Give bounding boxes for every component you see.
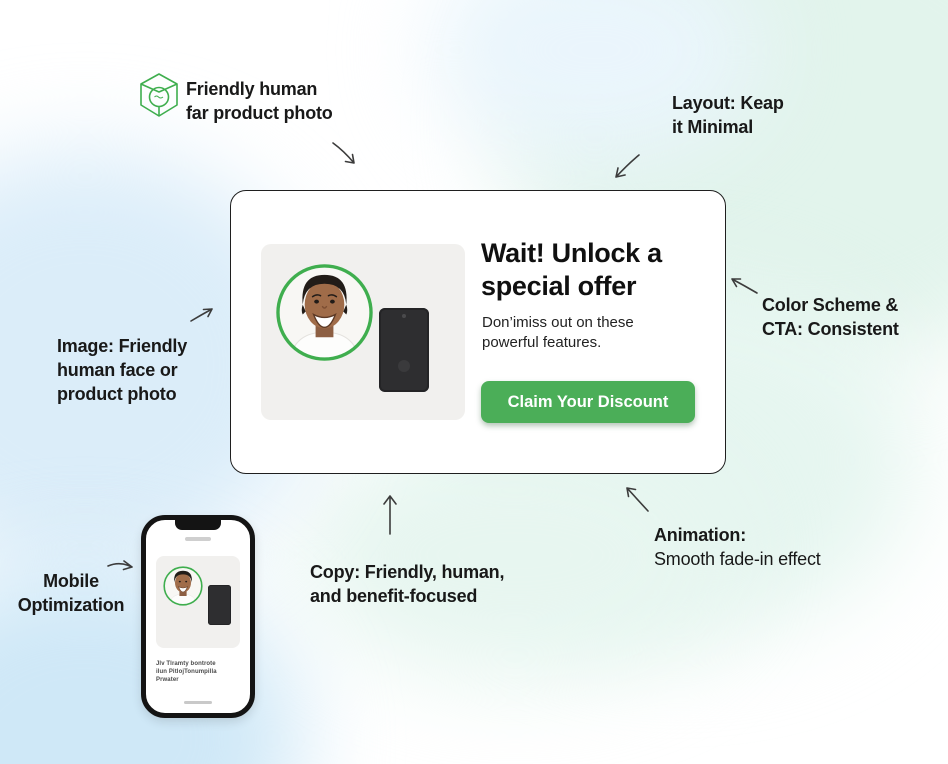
- phone-notch: [175, 519, 221, 530]
- callout-copy-line2: and benefit-focused: [310, 585, 478, 606]
- modal-title-line2: special offer: [481, 271, 637, 301]
- callout-animation-desc: Smooth fade-in effect: [654, 548, 821, 569]
- callout-copy: Copy: Friendly, human, and benefit-focus…: [310, 561, 504, 609]
- phone-fingerprint-circle: [398, 360, 410, 372]
- callout-image-line1: Image: Friendly: [57, 336, 188, 356]
- callout-color-scheme-line1: Color Scheme &: [762, 295, 899, 315]
- mobile-caption-line2: ilun PitlojTonumpilla: [156, 669, 217, 675]
- callout-mobile-line1: Mobile: [43, 571, 99, 591]
- product-phone-image-small: [208, 585, 231, 625]
- callout-mobile: Mobile Optimization: [10, 570, 132, 618]
- callout-color-scheme-line2: CTA: Consistent: [762, 318, 899, 339]
- arrow-mobile-to-phone: [106, 558, 136, 574]
- callout-image-line2: human face or: [57, 359, 178, 380]
- phone-home-indicator: [184, 700, 212, 704]
- callout-layout: Layout: Keap it Minimal: [672, 92, 784, 140]
- phone-camera-dot: [402, 314, 406, 318]
- callout-animation-title: Animation:: [654, 525, 746, 545]
- arrow-friendly-to-modal: [331, 141, 357, 167]
- arrow-color-scheme-to-modal: [729, 276, 759, 296]
- phone-speaker-pill: [185, 537, 211, 541]
- mobile-caption-line1: Jlv Tlramty bontrote: [156, 661, 216, 667]
- callout-mobile-line2: Optimization: [17, 594, 125, 615]
- mobile-popup-caption: Jlv Tlramty bontrote ilun PitlojTonumpil…: [156, 660, 217, 684]
- callout-friendly-photo-line2: far product photo: [186, 102, 333, 123]
- modal-body-text: Don’imiss out on these powerful features…: [482, 313, 634, 353]
- popup-modal: Wait! Unlock a special offer Don’imiss o…: [230, 190, 726, 474]
- arrow-copy-to-modal: [382, 492, 398, 536]
- cube-icon: [137, 71, 181, 124]
- callout-copy-line1: Copy: Friendly, human,: [310, 562, 505, 582]
- arrow-layout-to-modal: [613, 153, 641, 181]
- callout-image: Image: Friendly human face or product ph…: [57, 335, 187, 406]
- modal-image-panel: [261, 244, 465, 420]
- arrow-animation-to-modal: [624, 485, 650, 513]
- mobile-phone-mockup: Jlv Tlramty bontrote ilun PitlojTonumpil…: [141, 515, 255, 718]
- product-phone-image: [379, 308, 429, 392]
- callout-image-line3: product photo: [57, 383, 177, 404]
- person-avatar-illustration-small: [163, 566, 203, 606]
- modal-body-line1: Don’imiss out on these: [482, 314, 634, 331]
- callout-friendly-photo-line1: Friendly human: [186, 79, 318, 99]
- callout-layout-line2: it Minimal: [672, 116, 754, 137]
- callout-layout-line1: Layout: Keap: [672, 93, 784, 113]
- modal-body-line2: powerful features.: [482, 334, 602, 351]
- claim-discount-button[interactable]: Claim Your Discount: [481, 381, 695, 423]
- modal-title: Wait! Unlock a special offer: [481, 237, 662, 303]
- mobile-popup-panel: [156, 556, 240, 648]
- person-avatar-illustration: [275, 263, 374, 362]
- modal-title-line1: Wait! Unlock a: [481, 238, 662, 268]
- callout-animation: Animation: Smooth fade-in effect: [654, 524, 821, 572]
- callout-color-scheme: Color Scheme & CTA: Consistent: [762, 294, 899, 342]
- arrow-image-to-modal: [189, 306, 215, 324]
- callout-friendly-photo: Friendly human far product photo: [186, 78, 333, 126]
- mobile-caption-line3: Prwater: [156, 677, 179, 683]
